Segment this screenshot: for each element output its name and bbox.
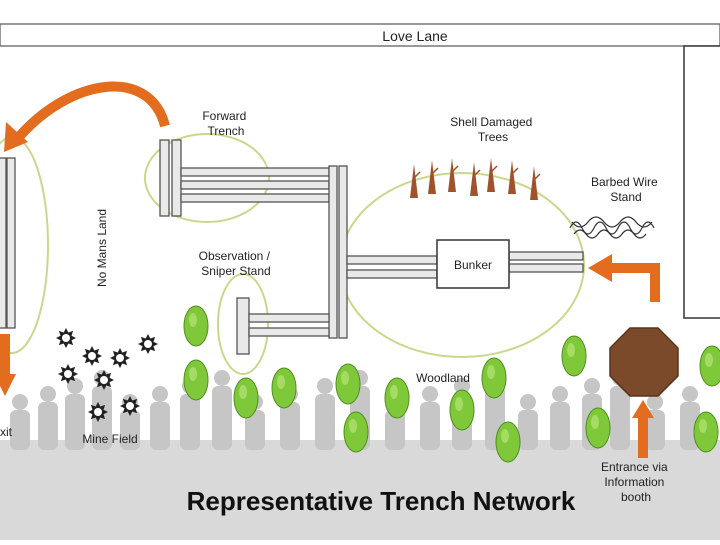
woodland-tree (699, 345, 720, 387)
shell-damaged-trees (410, 158, 541, 200)
exit-arrow-shaft (0, 334, 10, 378)
people-silhouettes (10, 370, 700, 450)
woodland-tree (233, 377, 259, 419)
no-mans-land-label: No Mans Land (95, 209, 109, 287)
bunker (436, 239, 510, 289)
entrance-label: Entrance via Information booth (601, 460, 671, 504)
forward-trench-connector-b (180, 180, 330, 190)
mine (56, 328, 76, 348)
person-silhouette (550, 386, 570, 450)
forward-trench-b (171, 139, 182, 217)
exit-arrow-head (0, 374, 16, 396)
mine (88, 402, 108, 422)
person-silhouette (518, 394, 538, 450)
woodland-tree (384, 377, 410, 419)
barbed-wire-stand (569, 216, 655, 239)
woodland-tree (495, 421, 521, 463)
person-silhouette (420, 386, 440, 450)
communication-trench-b (338, 165, 348, 339)
person-silhouette (315, 378, 335, 450)
exit-label: xit (0, 425, 13, 439)
exit-trench-b (6, 157, 16, 329)
road-label: Love Lane (382, 28, 448, 44)
dead-tree (448, 158, 456, 192)
mine (138, 334, 158, 354)
dead-tree (470, 162, 478, 196)
person-silhouette (10, 394, 30, 450)
dead-tree (530, 166, 538, 200)
mine (82, 346, 102, 366)
dead-tree (487, 158, 495, 192)
forward-trench-connector-c (180, 193, 330, 203)
mine (58, 364, 78, 384)
information-booth (609, 327, 679, 397)
woodland-tree (449, 389, 475, 431)
bunker-approach-b (346, 269, 438, 279)
forward-trench-label: Forward Trench (202, 109, 249, 138)
woodland-tree (183, 305, 209, 347)
trench-system (0, 139, 584, 355)
observation-trench-a (248, 313, 330, 323)
woodland-tree (271, 367, 297, 409)
shell-damaged-trees-label: Shell Damaged Trees (450, 115, 535, 144)
bunker-approach-a (346, 255, 438, 265)
dead-tree (428, 160, 436, 194)
forward-trench-connector-a (180, 167, 330, 177)
woodland-tree (561, 335, 587, 377)
bunker-label: Bunker (454, 258, 492, 272)
observation-stand-label: Observation / Sniper Stand (199, 249, 274, 278)
woodland-tree (585, 407, 611, 449)
person-silhouette (65, 378, 85, 450)
person-silhouette (150, 386, 170, 450)
mine-field-label: Mine Field (82, 432, 137, 446)
curved-arrow-forward-to-exit (14, 81, 170, 142)
dead-tree (410, 164, 418, 198)
woodland-tree (693, 411, 719, 453)
person-silhouette (212, 370, 232, 450)
ground-band (0, 440, 720, 540)
love-lane-road (0, 23, 720, 47)
mine-field-mines (56, 328, 158, 422)
forward-trench-a (159, 139, 170, 217)
dead-tree (508, 160, 516, 194)
observation-stand (236, 297, 250, 355)
woodland-tree (481, 357, 507, 399)
entrance-to-bunker-arrow-head (588, 254, 612, 282)
woodland-trees (183, 305, 720, 463)
forward-trench-area-outline (144, 133, 270, 223)
woodland-tree (343, 411, 369, 453)
barbed-wire-stand-label: Barbed Wire Stand (591, 175, 661, 204)
woodland-tree (335, 363, 361, 405)
person-silhouette (645, 394, 665, 450)
observation-trench-b (248, 327, 330, 337)
bunker-exit-b (508, 263, 584, 273)
observation-area-outline (217, 273, 269, 375)
mine (94, 370, 114, 390)
woodland-label: Woodland (416, 371, 470, 385)
mine (120, 396, 140, 416)
woodland-tree (183, 359, 209, 401)
communication-trench-a (328, 165, 338, 339)
right-building (683, 45, 720, 319)
mine (110, 348, 130, 368)
exit-trench-a (0, 157, 7, 329)
person-silhouette (38, 386, 58, 450)
diagram-title: Representative Trench Network (187, 486, 576, 516)
entrance-to-bunker-arrow (610, 263, 660, 302)
curved-arrow-head (4, 122, 28, 152)
entrance-arrow-shaft (638, 416, 648, 458)
bunker-exit-a (508, 251, 584, 261)
entrance-arrow-head (632, 400, 654, 418)
